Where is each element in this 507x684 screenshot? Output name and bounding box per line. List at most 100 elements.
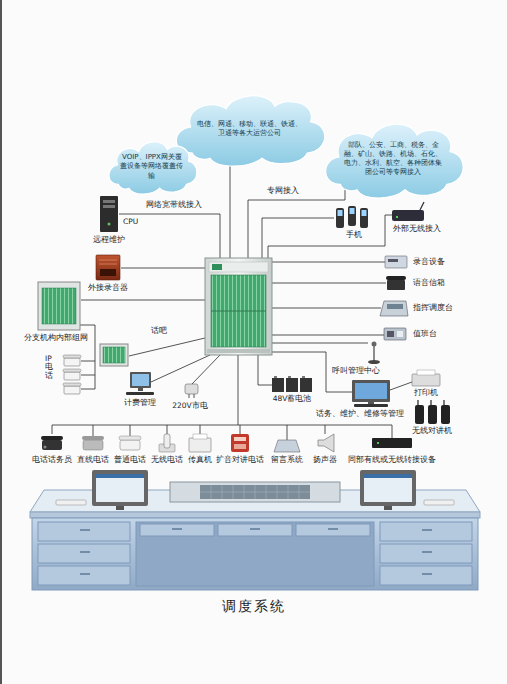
dispatch-desk (38, 566, 130, 585)
device-label: 话务、维护、维修等管理 (315, 410, 405, 419)
device-label: 220V市电 (171, 402, 208, 411)
bottom-device (372, 438, 412, 448)
dispatch-desk (38, 522, 130, 541)
billing-computer (126, 392, 154, 395)
ip-phone (64, 358, 80, 366)
billing-computer (130, 372, 151, 388)
cloud-node: VOIP、IPPX网关覆盖设备等网络覆盖传输 (104, 136, 200, 194)
recorder (99, 260, 117, 261)
dispatch-desk (96, 474, 144, 502)
walkie-talkie (430, 400, 431, 405)
duty-console (397, 331, 403, 337)
dispatch-desk (364, 474, 412, 502)
ip-phone (63, 369, 81, 372)
bottom-device (120, 440, 140, 450)
dispatch-desk (364, 474, 412, 478)
switch-cabinet (205, 258, 272, 355)
bottom-device (41, 436, 63, 440)
bottom-device (377, 442, 379, 444)
small-cabinet (103, 347, 125, 363)
recorder (100, 269, 116, 276)
device-label: CPU (122, 218, 139, 227)
dispatch-desk (116, 506, 124, 510)
recorder (96, 255, 120, 280)
dispatch-desk (380, 566, 472, 585)
device-label: 话吧 (150, 327, 168, 336)
microphone (372, 342, 377, 347)
ip-phone (63, 355, 81, 358)
dispatch-desk (30, 470, 480, 590)
bottom-device (42, 440, 62, 450)
branch-cabinet (42, 288, 76, 324)
device-label: 传真机 (187, 456, 213, 465)
device-label: 扩音对讲电话 (215, 456, 265, 465)
microphone (373, 346, 374, 362)
device-label: 外接录音器 (87, 284, 129, 293)
cloud-text: 部队、公安、工商、税务、金融、矿山、铁路、机场、石化、电力、水利、航空、各种团体… (342, 141, 444, 177)
ip-phone (63, 383, 81, 386)
mobile-phone (348, 206, 356, 226)
switch-cabinet (211, 275, 266, 347)
billing-computer (126, 372, 154, 395)
dispatch-desk (200, 485, 310, 499)
dispatch-desk (56, 500, 86, 505)
device-label: 值班台 (412, 330, 438, 339)
dispatch-desk (96, 474, 144, 478)
dispatch-desk (80, 529, 432, 574)
ip-phone (64, 386, 80, 394)
billing-computer (132, 374, 149, 386)
bottom-device (234, 437, 246, 441)
diagram-title: 调度系统 (0, 598, 507, 616)
admin-computer (355, 383, 387, 399)
dispatch-desk (170, 482, 340, 502)
device-label: IP电话 (45, 355, 53, 380)
dispatch-desk (218, 524, 292, 536)
admin-computer (352, 380, 390, 407)
dispatch-desk (380, 522, 472, 541)
wireless-router (396, 216, 398, 218)
small-cabinet (100, 344, 128, 366)
dispatch-console (380, 301, 408, 316)
battery (302, 376, 305, 378)
bottom-device (82, 436, 104, 440)
dispatch-desk (32, 518, 478, 590)
dispatch-desk (360, 470, 416, 506)
device-label: 呼叫管理中心 (331, 367, 381, 376)
dispatch-console (380, 301, 408, 316)
battery (274, 376, 277, 378)
battery (300, 378, 312, 392)
mobile-phone (350, 208, 355, 214)
power-plug (194, 394, 195, 398)
walkie-talkie (415, 405, 424, 424)
switch-cabinet (211, 311, 266, 312)
dispatch-desk (384, 506, 392, 510)
bottom-device (193, 434, 207, 439)
bottom-device (164, 434, 170, 448)
bottom-device (189, 438, 211, 452)
battery (272, 376, 312, 392)
battery (272, 378, 284, 392)
mobile-phone (336, 208, 344, 228)
mobile-phone (336, 206, 368, 228)
computer-tower (100, 196, 118, 232)
printer (412, 374, 440, 386)
recording-device (388, 259, 398, 262)
admin-computer (352, 380, 390, 402)
mobile-phone (360, 208, 368, 228)
computer-tower (100, 196, 118, 232)
device-label: 指挥调度台 (412, 304, 454, 313)
duty-console (387, 331, 394, 337)
device-label: 网络宽带线接入 (145, 201, 203, 210)
wireless-router (392, 210, 424, 221)
cloud-text: 电信、网通、移动、联通、铁通、卫通等各大运营公司 (194, 120, 304, 138)
dispatch-desk (38, 544, 130, 563)
duty-console (384, 328, 406, 340)
cloud-node: 部队、公安、工商、税务、金融、矿山、铁路、机场、石化、电力、水利、航空、各种团体… (318, 116, 468, 198)
cloud-shape (109, 142, 197, 194)
duty-console (384, 328, 406, 340)
device-label: 扬声器 (312, 456, 338, 465)
branch-cabinet (38, 282, 80, 330)
bottom-device (318, 434, 334, 452)
cloud-text: VOIP、IPPX网关覆盖设备等网络覆盖传输 (119, 153, 184, 180)
battery (286, 378, 298, 392)
